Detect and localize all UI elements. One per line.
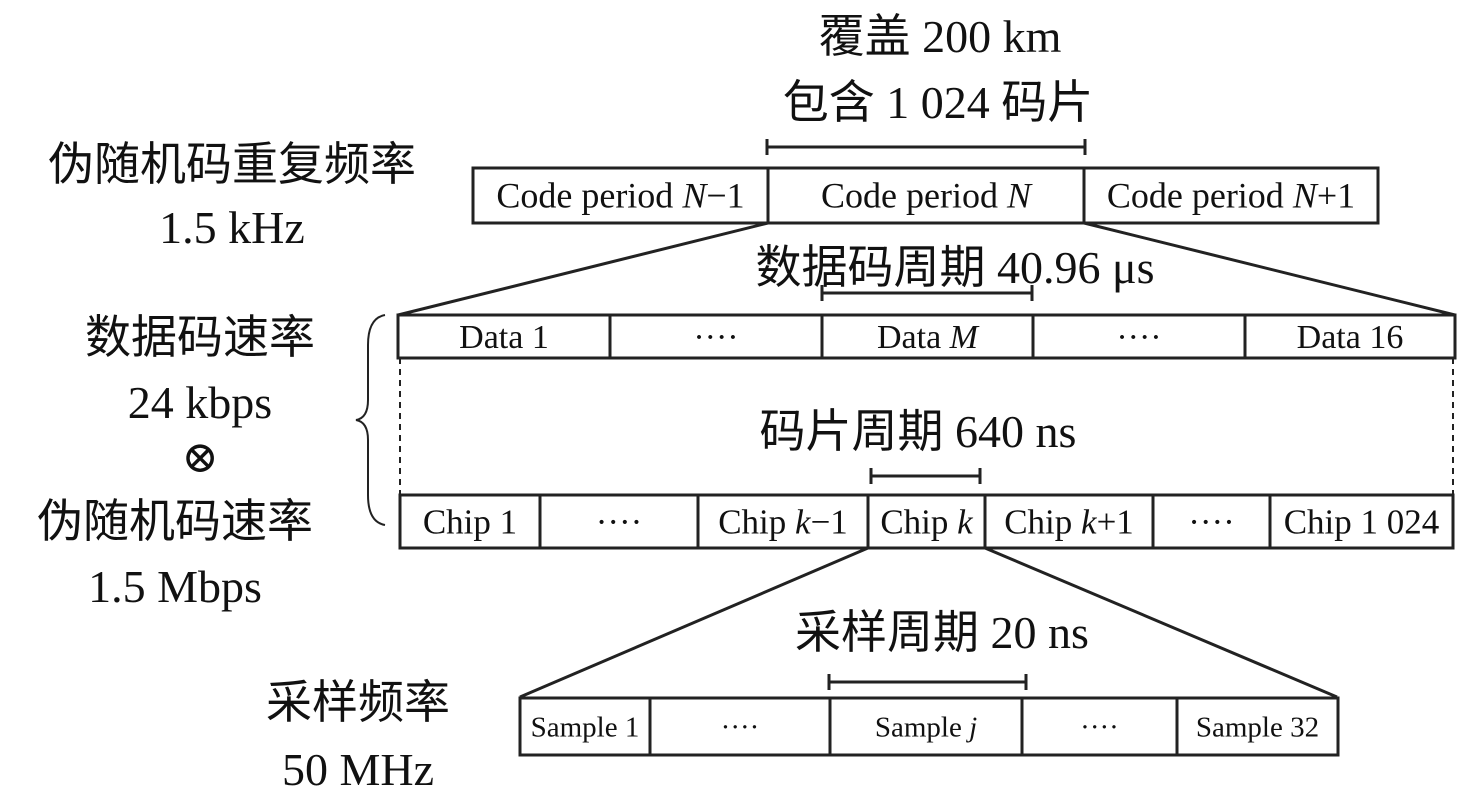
sample-row-cell <box>1020 696 1179 757</box>
chip-row-cell-label: ···· <box>1188 502 1235 541</box>
chip-period-label: 码片周期 640 ns <box>760 406 1077 457</box>
sample-row-cell-label: ···· <box>721 711 760 743</box>
data-row-cell <box>1243 313 1457 360</box>
prn-repetition-rate-label: 伪随机码重复频率 <box>48 139 416 190</box>
prn-rate-label: 伪随机码速率 <box>37 496 313 547</box>
chip-row-cell <box>1268 493 1455 550</box>
data-row-cell-label: Data 1 <box>459 319 549 356</box>
data-period-label: 数据码周期 40.96 μs <box>755 242 1154 293</box>
zoom-line-left-2 <box>519 546 869 699</box>
chip-row-cell-label: ···· <box>596 502 643 541</box>
sample-row: Sample 1 ···· Sample j ···· Sample 32 <box>518 696 1340 757</box>
code-period-row: Code period N−1 Code period N Code period … <box>471 166 1380 225</box>
data-row: Data 1 ···· Data M ···· Data 16 <box>396 313 1457 360</box>
sample-row-cell <box>828 696 1024 757</box>
otimes-symbol: ⊗ <box>182 433 219 482</box>
sample-row-cell <box>518 696 652 757</box>
code-period-row-cell <box>1082 166 1380 225</box>
data-rate-label: 数据码速率 <box>85 312 315 363</box>
chips-title: 包含 1 024 码片 <box>783 77 1094 128</box>
sample-period-bracket <box>827 674 1028 690</box>
chip-row-cell-label: Chip k−1 <box>718 502 848 541</box>
prn-rate-value: 1.5 Mbps <box>88 561 262 612</box>
sample-row-cell-label: Sample 32 <box>1196 711 1319 743</box>
sample-rate-label: 采样频率 <box>266 677 450 728</box>
data-row-cell-label: ···· <box>693 319 738 356</box>
chip-row: Chip 1 ···· Chip k−1 Chip k Chip k+1 ···· Chip… <box>398 493 1455 550</box>
chip-row-cell-label: Chip 1 <box>423 502 517 541</box>
coverage-bracket <box>765 139 1087 155</box>
coverage-title: 覆盖 200 km <box>819 11 1062 62</box>
data-rate-value: 24 kbps <box>128 377 272 428</box>
code-period-row-cell-label: Code period N−1 <box>496 176 744 216</box>
zoom-line-left-1 <box>397 221 769 317</box>
data-period-bracket <box>820 285 1034 301</box>
chip-row-cell <box>538 493 700 550</box>
code-period-row-cell <box>471 166 770 225</box>
chip-period-bracket <box>869 468 982 484</box>
sample-row-cell-label: Sample 1 <box>531 711 640 743</box>
chip-row-cell-label: Chip 1 024 <box>1284 502 1440 541</box>
chip-row-cell-label: Chip k <box>880 502 974 541</box>
sample-row-cell <box>1175 696 1340 757</box>
chip-row-cell-label: Chip k+1 <box>1004 502 1134 541</box>
chip-row-cell <box>398 493 542 550</box>
data-row-cell-label: Data M <box>877 319 980 356</box>
zoom-line-right-2 <box>984 546 1338 699</box>
sample-row-cell-label: ···· <box>1080 711 1119 743</box>
data-row-cell <box>1031 313 1247 360</box>
sample-row-cell-label: Sample j <box>875 711 977 743</box>
data-row-cell-label: ···· <box>1116 319 1161 356</box>
sample-period-label: 采样周期 20 ns <box>795 607 1089 658</box>
data-row-cell-label: Data 16 <box>1297 319 1404 356</box>
zoom-line-right-1 <box>1083 221 1456 317</box>
code-period-row-cell-label: Code period N <box>821 176 1033 216</box>
sample-rate-value: 50 MHz <box>282 744 434 795</box>
code-period-row-cell-label: Code period N+1 <box>1107 176 1355 216</box>
curly-brace <box>355 314 386 526</box>
prn-repetition-rate-value: 1.5 kHz <box>159 202 305 253</box>
